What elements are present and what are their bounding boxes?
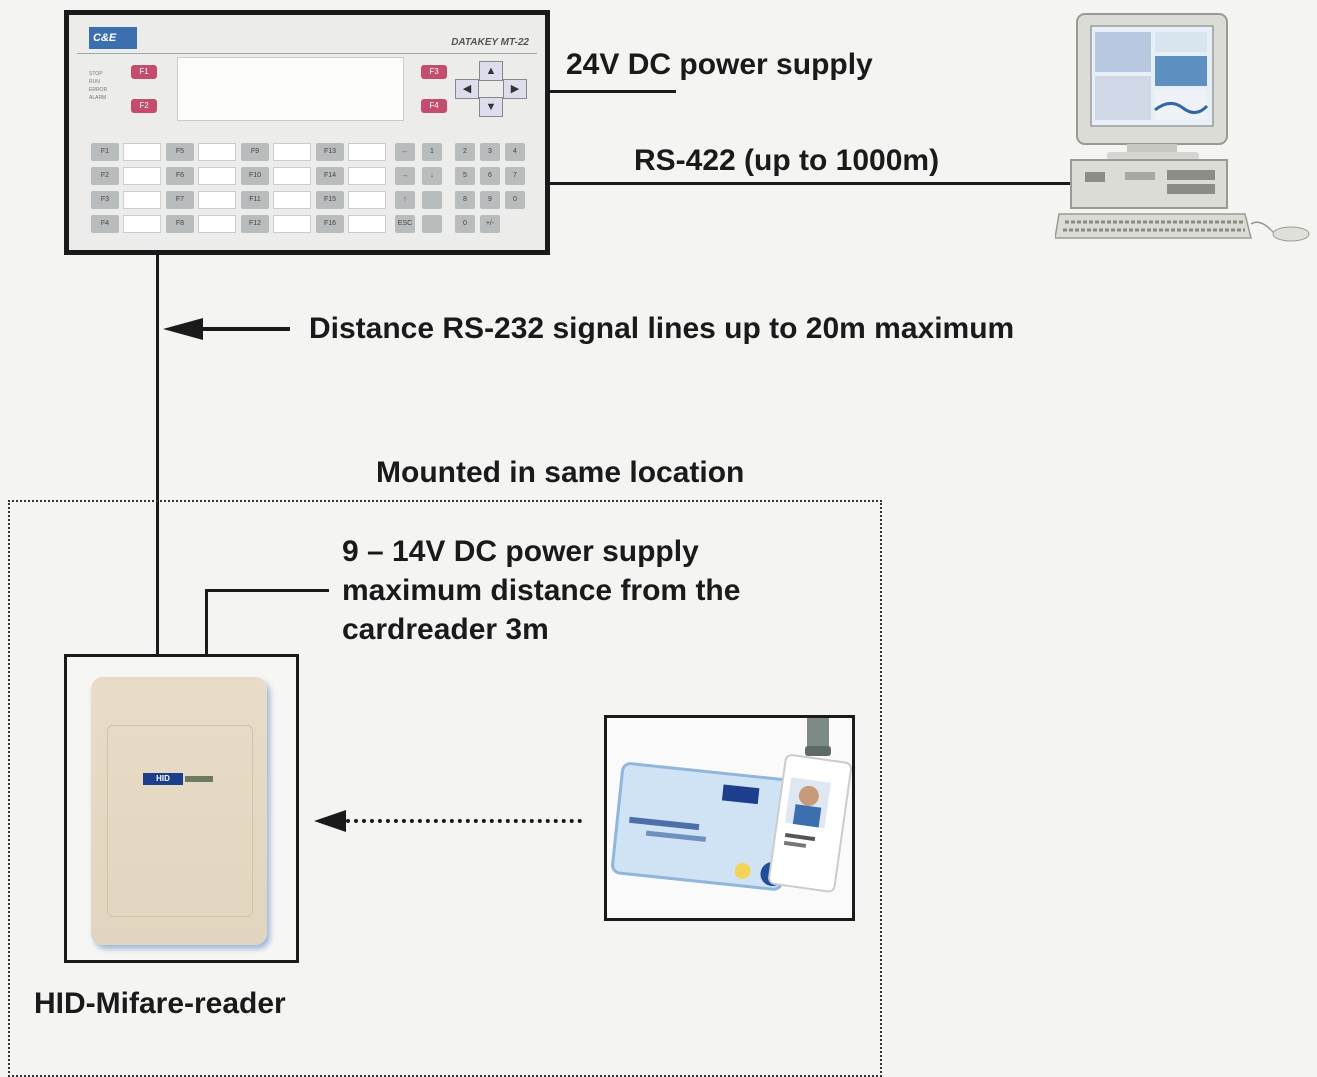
numeric-key: 4	[505, 143, 525, 161]
numeric-key: ↓	[422, 167, 442, 185]
power-24v-line	[550, 90, 676, 93]
rs232-line	[156, 255, 159, 657]
terminal-brand: DATAKEY MT-22	[451, 37, 529, 48]
numeric-key: 3	[480, 143, 500, 161]
function-key-label-slot	[273, 143, 311, 161]
id-card-icon	[604, 715, 855, 921]
function-key: F14	[316, 167, 344, 185]
softkey: F1	[131, 65, 157, 79]
terminal-divider	[77, 53, 537, 54]
function-key: F15	[316, 191, 344, 209]
function-key: F12	[241, 215, 269, 233]
function-key: F9	[241, 143, 269, 161]
terminal-display	[177, 57, 404, 121]
led-label: RUN	[89, 79, 100, 85]
numeric-key: 0	[455, 215, 475, 233]
reader-panel	[107, 725, 253, 917]
function-key: F4	[91, 215, 119, 233]
nav-left-icon: ◀	[455, 79, 479, 99]
power-9-14-label-line2: maximum distance from the	[342, 574, 741, 607]
reader-body: HID	[91, 677, 267, 945]
nav-down-icon: ▼	[479, 97, 503, 117]
function-key: F2	[91, 167, 119, 185]
numeric-key	[422, 191, 442, 209]
numeric-key: 8	[455, 191, 475, 209]
numeric-key: →	[395, 167, 415, 185]
numeric-key: ↑	[395, 191, 415, 209]
rs232-arrow-shaft	[200, 327, 290, 331]
function-key: F11	[241, 191, 269, 209]
reader-logo-mark	[185, 776, 213, 782]
desktop-computer-icon	[1054, 10, 1315, 242]
numeric-key: ESC	[395, 215, 415, 233]
function-key-label-slot	[273, 167, 311, 185]
function-key: F16	[316, 215, 344, 233]
mounted-label: Mounted in same location	[376, 456, 745, 489]
function-key-label-slot	[198, 191, 236, 209]
led-label: STOP	[89, 71, 103, 77]
terminal-logo: C&E	[89, 27, 137, 49]
arrow-left-icon	[163, 318, 203, 340]
same-location-enclosure	[8, 500, 882, 1077]
function-key-label-slot	[348, 215, 386, 233]
reader-name-label: HID-Mifare-reader	[34, 987, 286, 1020]
arrow-left-icon	[314, 810, 346, 832]
function-key-label-slot	[348, 143, 386, 161]
numeric-key: ←	[395, 143, 415, 161]
function-key: F13	[316, 143, 344, 161]
reader-logo: HID	[143, 773, 183, 785]
numeric-key: +/-	[480, 215, 500, 233]
rs422-label: RS-422 (up to 1000m)	[634, 144, 940, 177]
numeric-key	[422, 215, 442, 233]
function-key-label-slot	[123, 167, 161, 185]
led-label: ERROR	[89, 87, 108, 93]
card-to-reader-dotted-line	[346, 819, 582, 823]
power-24v-label: 24V DC power supply	[566, 48, 873, 81]
function-key-label-slot	[273, 215, 311, 233]
softkey: F2	[131, 99, 157, 113]
numeric-key: 5	[455, 167, 475, 185]
function-key: F7	[166, 191, 194, 209]
function-key-label-slot	[348, 191, 386, 209]
power-9-14-line-vertical	[205, 589, 208, 657]
function-key-label-slot	[273, 191, 311, 209]
numeric-key: 2	[455, 143, 475, 161]
card-reader-icon: HID	[64, 654, 299, 963]
function-key: F8	[166, 215, 194, 233]
softkey: F3	[421, 65, 447, 79]
function-key: F10	[241, 167, 269, 185]
softkey: F4	[421, 99, 447, 113]
function-key-label-slot	[198, 215, 236, 233]
led-label: ALARM	[89, 95, 107, 101]
function-key-label-slot	[123, 143, 161, 161]
function-key: F6	[166, 167, 194, 185]
numeric-key: 6	[480, 167, 500, 185]
power-9-14-label-line1: 9 – 14V DC power supply	[342, 535, 699, 568]
numeric-key: 0	[505, 191, 525, 209]
terminal-unit: C&E DATAKEY MT-22 STOP RUN ERROR ALARM F…	[64, 10, 550, 255]
function-key-label-slot	[123, 191, 161, 209]
function-key-label-slot	[198, 167, 236, 185]
nav-up-icon: ▲	[479, 61, 503, 81]
function-key: F1	[91, 143, 119, 161]
power-9-14-label-line3: cardreader 3m	[342, 613, 549, 646]
function-key: F3	[91, 191, 119, 209]
power-9-14-line-horizontal	[205, 589, 329, 592]
function-key-label-slot	[348, 167, 386, 185]
numeric-key: 7	[505, 167, 525, 185]
numeric-key: 1	[422, 143, 442, 161]
nav-right-icon: ▶	[503, 79, 527, 99]
rs422-line	[550, 182, 1070, 185]
function-key: F5	[166, 143, 194, 161]
function-key-label-slot	[123, 215, 161, 233]
numeric-key: 9	[480, 191, 500, 209]
function-key-label-slot	[198, 143, 236, 161]
rs232-label: Distance RS-232 signal lines up to 20m m…	[309, 312, 1015, 345]
